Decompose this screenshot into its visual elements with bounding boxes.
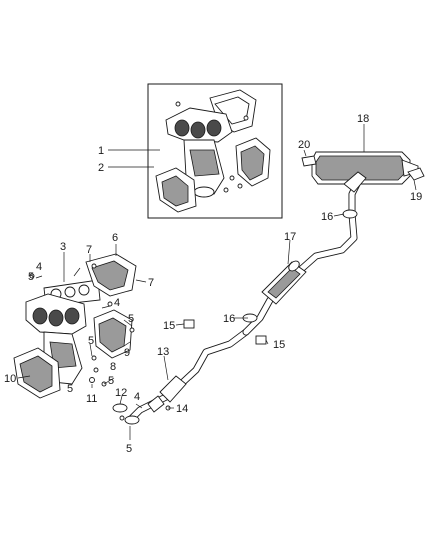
callout-12: 12 (115, 387, 127, 399)
center-resonator (261, 260, 307, 305)
callout-7-upper: 7 (86, 244, 92, 256)
callout-7-side: 7 (148, 277, 154, 289)
callout-5-lower-left: 5 (67, 383, 73, 395)
callout-labels: 1 2 3 4 5 7 6 7 4 5 9 5 8 10 5 5 11 12 4… (4, 113, 422, 455)
callout-5-lower: 5 (108, 375, 114, 387)
callout-16-center: 16 (223, 313, 235, 325)
leader-lines (17, 124, 417, 440)
rear-muffler (311, 151, 419, 193)
callout-5-left: 5 (88, 335, 94, 347)
callout-18: 18 (357, 113, 369, 125)
clamps-and-hardware (112, 209, 358, 421)
callout-17: 17 (284, 231, 296, 243)
callout-16-rear: 16 (321, 211, 333, 223)
callout-4-pipe: 4 (134, 391, 140, 403)
exhaust-tip (407, 167, 425, 181)
callout-14: 14 (176, 403, 188, 415)
callout-11: 11 (86, 393, 97, 405)
callout-6: 6 (112, 232, 118, 244)
callout-2: 2 (98, 162, 104, 174)
callout-4-manifold-stud: 4 (36, 261, 42, 273)
callout-5-manifold-nut: 5 (28, 271, 34, 283)
lower-left-manifold-assembly (13, 253, 137, 399)
callout-19: 19 (410, 191, 422, 203)
callout-5-pipe: 5 (126, 443, 132, 455)
callout-5-shield: 5 (128, 313, 134, 325)
callout-10: 10 (4, 373, 16, 385)
callout-3: 3 (60, 241, 66, 253)
callout-9: 9 (124, 347, 130, 359)
inset-manifold-assembly (155, 89, 271, 213)
callout-13: 13 (157, 346, 169, 358)
callout-8: 8 (110, 361, 116, 373)
muffler-hanger (301, 155, 317, 167)
callout-1: 1 (98, 145, 104, 157)
callout-15-left: 15 (163, 320, 175, 332)
callout-20: 20 (298, 139, 310, 151)
callout-4-shield: 4 (114, 297, 120, 309)
callout-15-right: 15 (273, 339, 285, 351)
